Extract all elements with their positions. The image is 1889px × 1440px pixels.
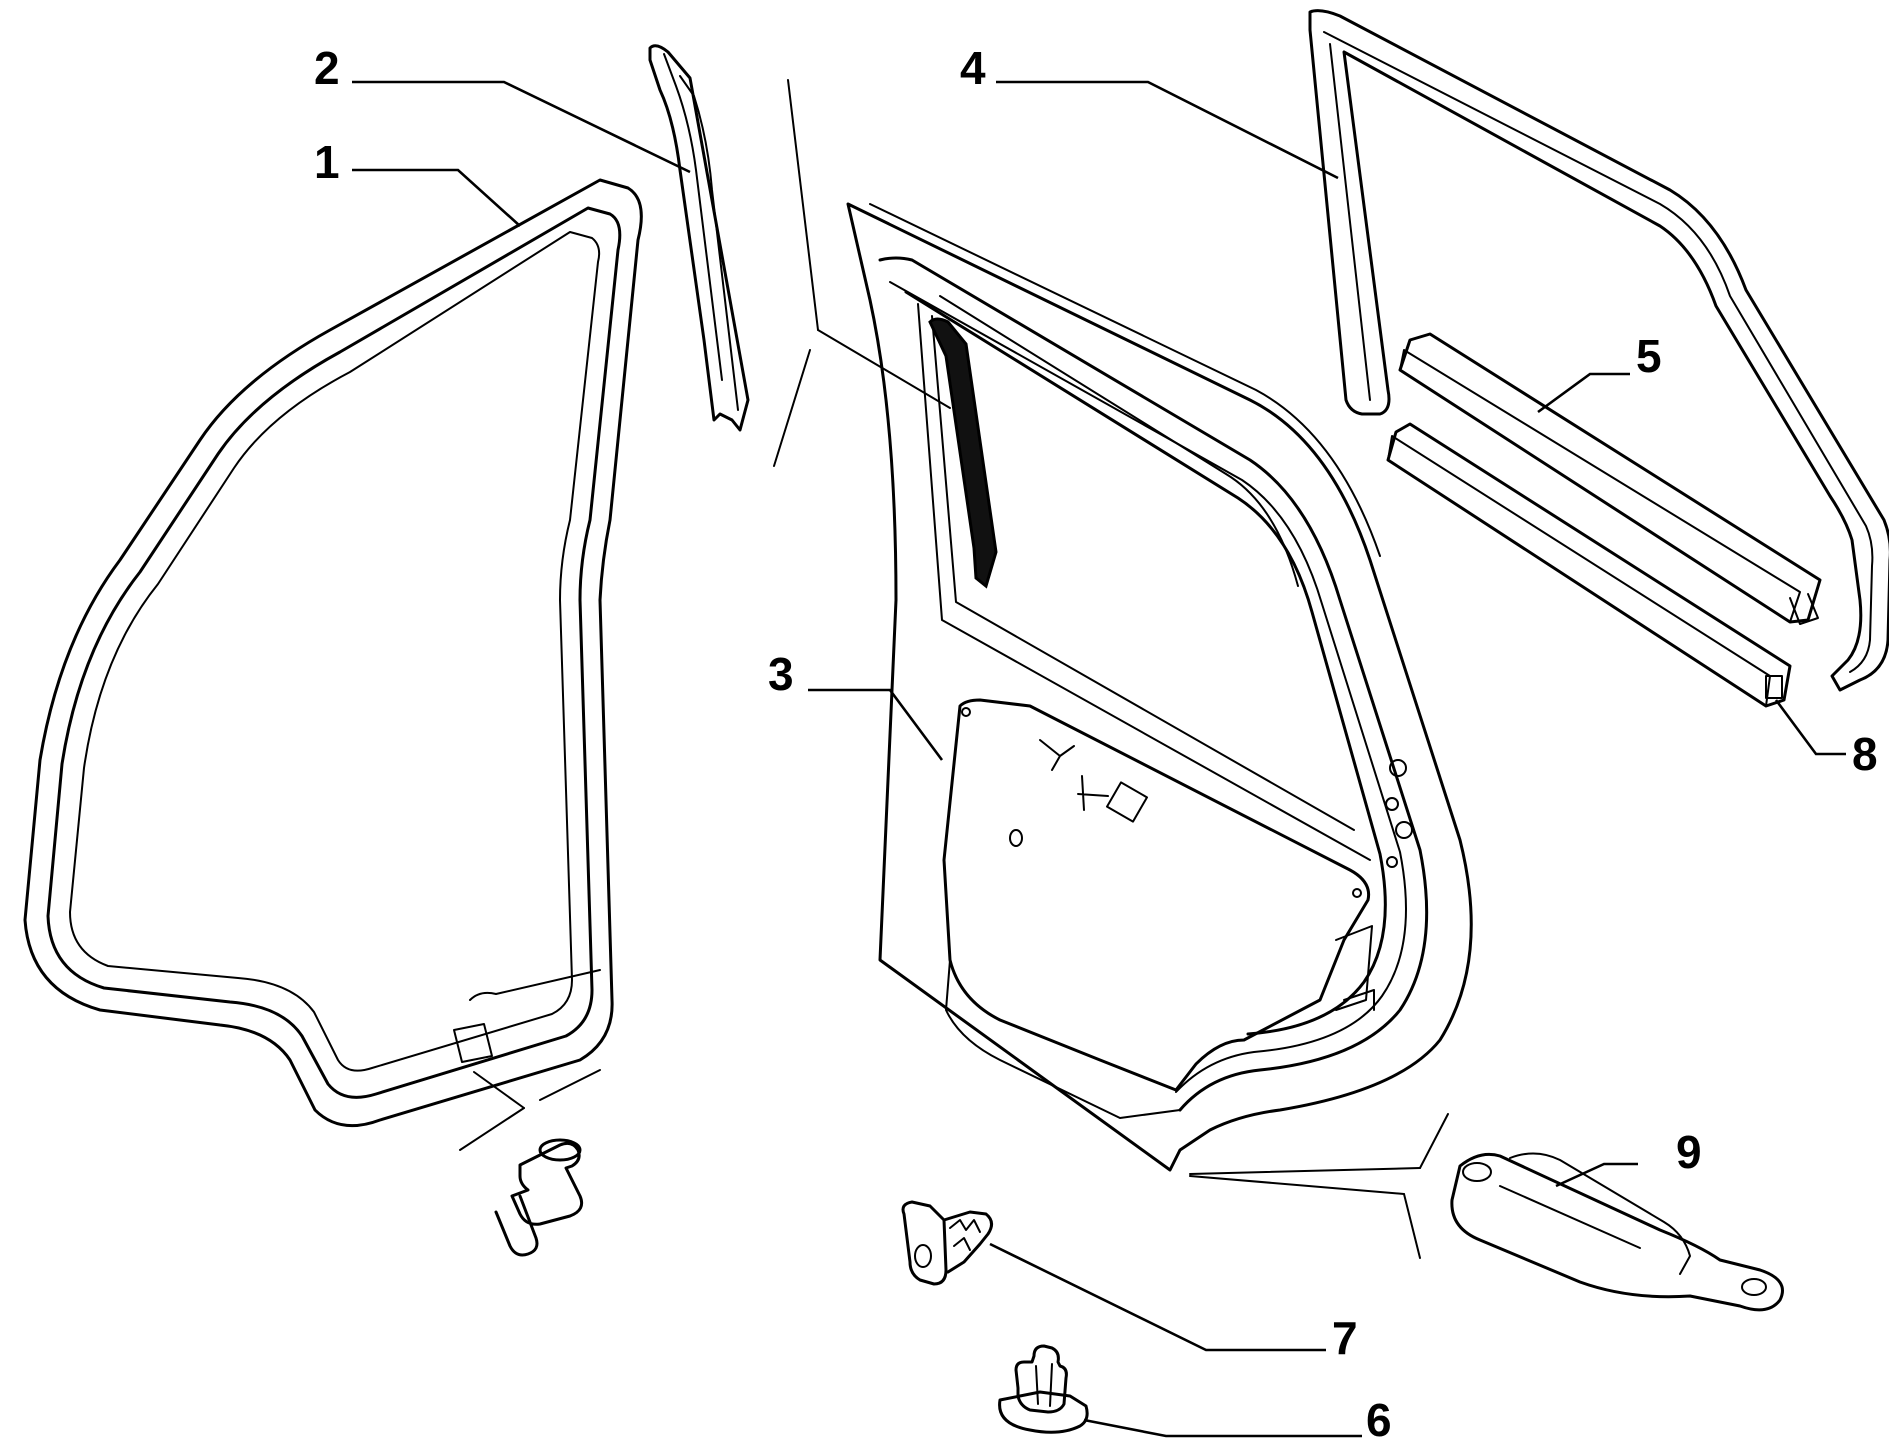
callout-7: 7: [1332, 1312, 1358, 1364]
front-channel-seal: [648, 44, 750, 432]
leader-3: [808, 688, 944, 761]
leader-2: [352, 80, 691, 174]
callout-1: 1: [314, 136, 340, 188]
leader-8: [1774, 699, 1846, 756]
rear-door-shell-with-panel: [773, 79, 1473, 1172]
leader-7: [989, 1242, 1326, 1352]
door-check-strap: [1189, 1113, 1784, 1312]
leader-5: [1537, 372, 1630, 414]
fir-tree-clip: [901, 1200, 993, 1286]
leader-6: [1083, 1418, 1362, 1438]
leader-4: [996, 80, 1339, 180]
leader-lines: [352, 80, 1846, 1438]
push-fastener: [998, 1344, 1089, 1434]
callout-8: 8: [1852, 728, 1878, 780]
outer-belt-weatherstrip: [1386, 422, 1792, 708]
callout-9: 9: [1676, 1126, 1702, 1178]
callout-numbers: 1 2 3 4 5 6 7 8 9: [314, 42, 1878, 1440]
callout-2: 2: [314, 42, 340, 94]
inner-belt-weatherstrip: [1398, 332, 1822, 625]
door-frame-seal: [23, 178, 643, 1257]
callout-6: 6: [1366, 1394, 1392, 1440]
leader-9: [1555, 1162, 1638, 1188]
callout-5: 5: [1636, 330, 1662, 382]
window-channel-seal: [1308, 9, 1889, 692]
leader-1: [352, 168, 521, 227]
callout-3: 3: [768, 648, 794, 700]
callout-4: 4: [960, 42, 986, 94]
